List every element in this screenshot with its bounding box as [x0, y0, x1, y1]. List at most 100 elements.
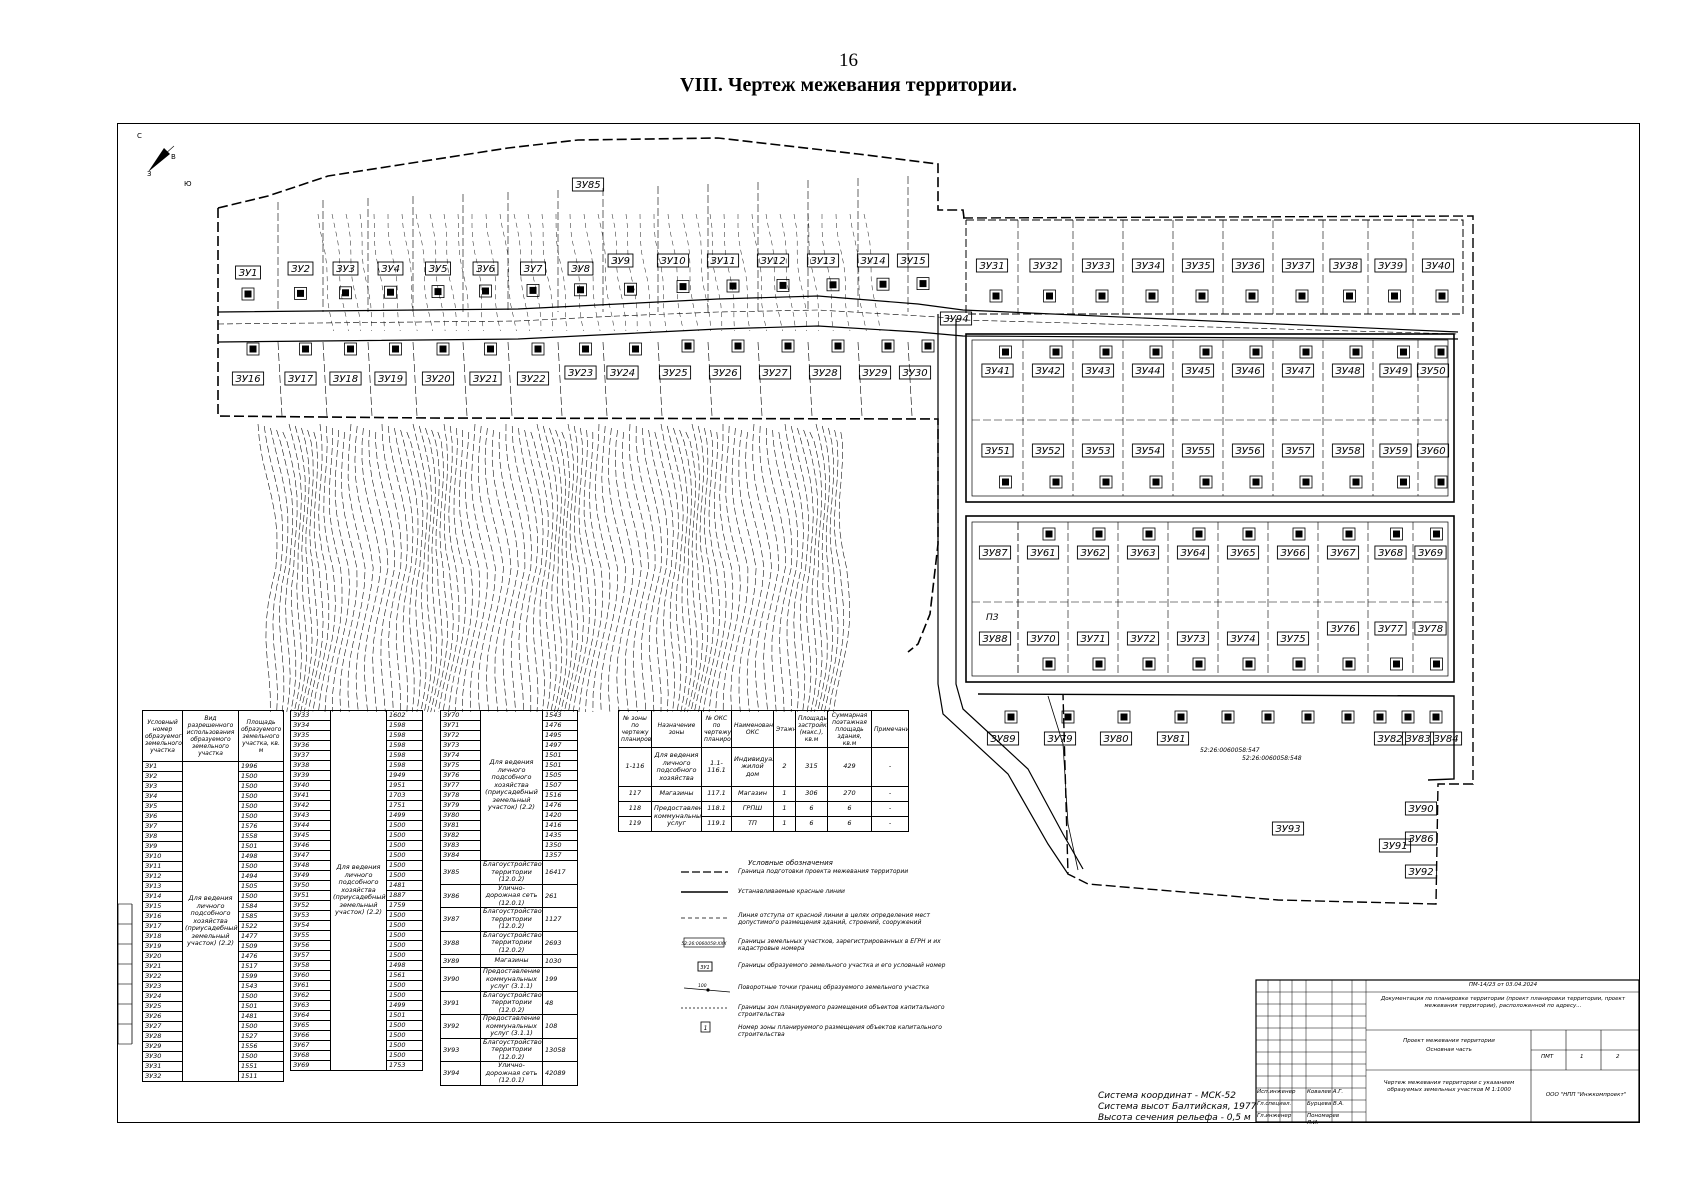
stamp-drawing: Чертеж межевания территории с указанием …	[1383, 1080, 1515, 1093]
contour-line	[667, 213, 684, 332]
contour-line	[625, 213, 638, 332]
plot-id: ЗУ33	[290, 710, 331, 721]
house-ЗУ37-core	[1298, 292, 1306, 300]
plot-label-ЗУ41-text: ЗУ41	[985, 366, 1010, 377]
plot-label-ЗУ57: ЗУ57	[1281, 443, 1315, 458]
plot-id: ЗУ13	[142, 881, 183, 892]
house-ЗУ14-core	[879, 280, 887, 288]
house-ЗУ51	[999, 475, 1012, 489]
plot-label-ЗУ71: ЗУ71	[1076, 631, 1110, 646]
plot-id: ЗУ76	[440, 770, 481, 781]
house-ЗУ58-core	[1352, 478, 1360, 486]
plot-label-ЗУ75: ЗУ75	[1276, 631, 1310, 646]
contour-line	[454, 429, 473, 713]
plot-id: ЗУ80	[440, 810, 481, 821]
zone-cell: Магазин	[731, 786, 774, 802]
project-boundary-top	[217, 137, 965, 219]
plot-label-ЗУ3-text: ЗУ3	[336, 264, 355, 275]
zone-cell: ТП	[731, 816, 774, 832]
height-system: Система высот Балтийская, 1977	[1098, 1102, 1257, 1112]
plot-id: ЗУ2	[142, 771, 183, 782]
plot-area: 1751	[386, 800, 423, 811]
table1-header-number: Условный номер образуемого земельного уч…	[142, 710, 183, 762]
plot-area: 1500	[386, 1020, 423, 1031]
house-ЗУ25	[681, 339, 695, 353]
contour-line	[708, 431, 727, 713]
plot-label-top-frame	[571, 177, 605, 192]
plot-label-ЗУ41: ЗУ41	[981, 363, 1014, 378]
contour-line	[694, 425, 709, 713]
plot-id: ЗУ46	[290, 840, 331, 851]
house-ЗУ8-core	[577, 286, 584, 294]
plot-area: 1522	[238, 921, 284, 932]
house-ЗУ9-core	[627, 285, 634, 293]
stamp-doc-code: ПМ-14/23 от 03.04.2024	[1468, 982, 1538, 988]
plot-label-ЗУ50-frame	[1416, 363, 1450, 378]
plot-area: 1598	[386, 750, 423, 761]
plot-area: 1505	[238, 881, 284, 892]
plot-label-ЗУ83: ЗУ83	[1401, 731, 1435, 746]
house-ЗУ53-core	[1102, 478, 1110, 486]
plot-area: 261	[542, 883, 578, 908]
contour-line	[592, 423, 611, 713]
plot-label-ЗУ33: ЗУ33	[1081, 258, 1115, 273]
plot-label-ЗУ6: ЗУ6	[472, 261, 499, 276]
plot-area: 1584	[238, 901, 284, 912]
plot-label-ЗУ75-frame	[1276, 631, 1310, 646]
plot-area: 16417	[542, 860, 578, 885]
plot-label-ЗУ89-frame	[986, 731, 1020, 746]
house-ЗУ32	[1043, 289, 1056, 303]
zone-cell: -	[871, 786, 909, 802]
plot-label-ЗУ26: ЗУ26	[708, 365, 742, 380]
plot-label-ЗУ56-text: ЗУ56	[1235, 446, 1260, 457]
contour-line	[345, 213, 361, 332]
plot-label-ЗУ4: ЗУ4	[377, 261, 404, 276]
plot-label-ЗУ31: ЗУ31	[975, 258, 1009, 273]
plot-label-ЗУ75-text: ЗУ75	[1280, 634, 1305, 645]
plot-id: ЗУ61	[290, 980, 331, 991]
plot-use: Улично-дорожная сеть (12.0.1)	[480, 883, 543, 908]
table1-header-area: Площадь образуемого земельного участка, …	[238, 710, 284, 762]
contour-line	[849, 213, 867, 332]
plot-id: ЗУ44	[290, 820, 331, 831]
house-ЗУ34	[1145, 289, 1159, 303]
plot-area: 1703	[386, 790, 423, 801]
contour-line	[300, 427, 313, 713]
zone-cell: 306	[795, 786, 828, 802]
plot-area: 1500	[386, 910, 423, 921]
plot-label-ЗУ89: ЗУ89	[986, 731, 1020, 746]
plot-area: 1500	[238, 891, 284, 902]
contour-line	[511, 425, 532, 713]
house-ЗУ3	[339, 286, 352, 300]
plot-id: ЗУ84	[440, 850, 481, 861]
house-ЗУ31	[989, 289, 1003, 303]
contour-line	[730, 427, 749, 713]
plots-table-1: Условный номер образуемого земельного уч…	[142, 710, 284, 1082]
zone-cell: 1	[773, 816, 796, 832]
house-ЗУ35-core	[1198, 292, 1206, 300]
plot-label-ЗУ29-frame	[858, 365, 892, 380]
plot-id: ЗУ77	[440, 780, 481, 791]
zones-header-3: Наименование ОКС	[731, 710, 774, 748]
legend-sym-plot	[697, 961, 713, 972]
house-ЗУ33-core	[1098, 292, 1106, 300]
house-ЗУ55	[1199, 475, 1213, 489]
stamp-role: Гл.инженер	[1257, 1113, 1292, 1119]
stamp-sheets: 2	[1616, 1054, 1620, 1060]
plot-label-ЗУ2-frame	[287, 261, 314, 276]
plot-label-ЗУ27-frame	[758, 365, 792, 380]
contour-line	[524, 429, 544, 713]
plot-area: 1517	[238, 961, 284, 972]
street-setback	[217, 309, 1459, 335]
plot-label-ЗУ44-text: ЗУ44	[1135, 366, 1160, 377]
plot-id: ЗУ43	[290, 810, 331, 821]
zone-cell: 118.1	[701, 801, 732, 817]
plot-divider	[557, 341, 563, 417]
contour-line	[433, 431, 448, 713]
plot-area: 1527	[238, 1031, 284, 1042]
